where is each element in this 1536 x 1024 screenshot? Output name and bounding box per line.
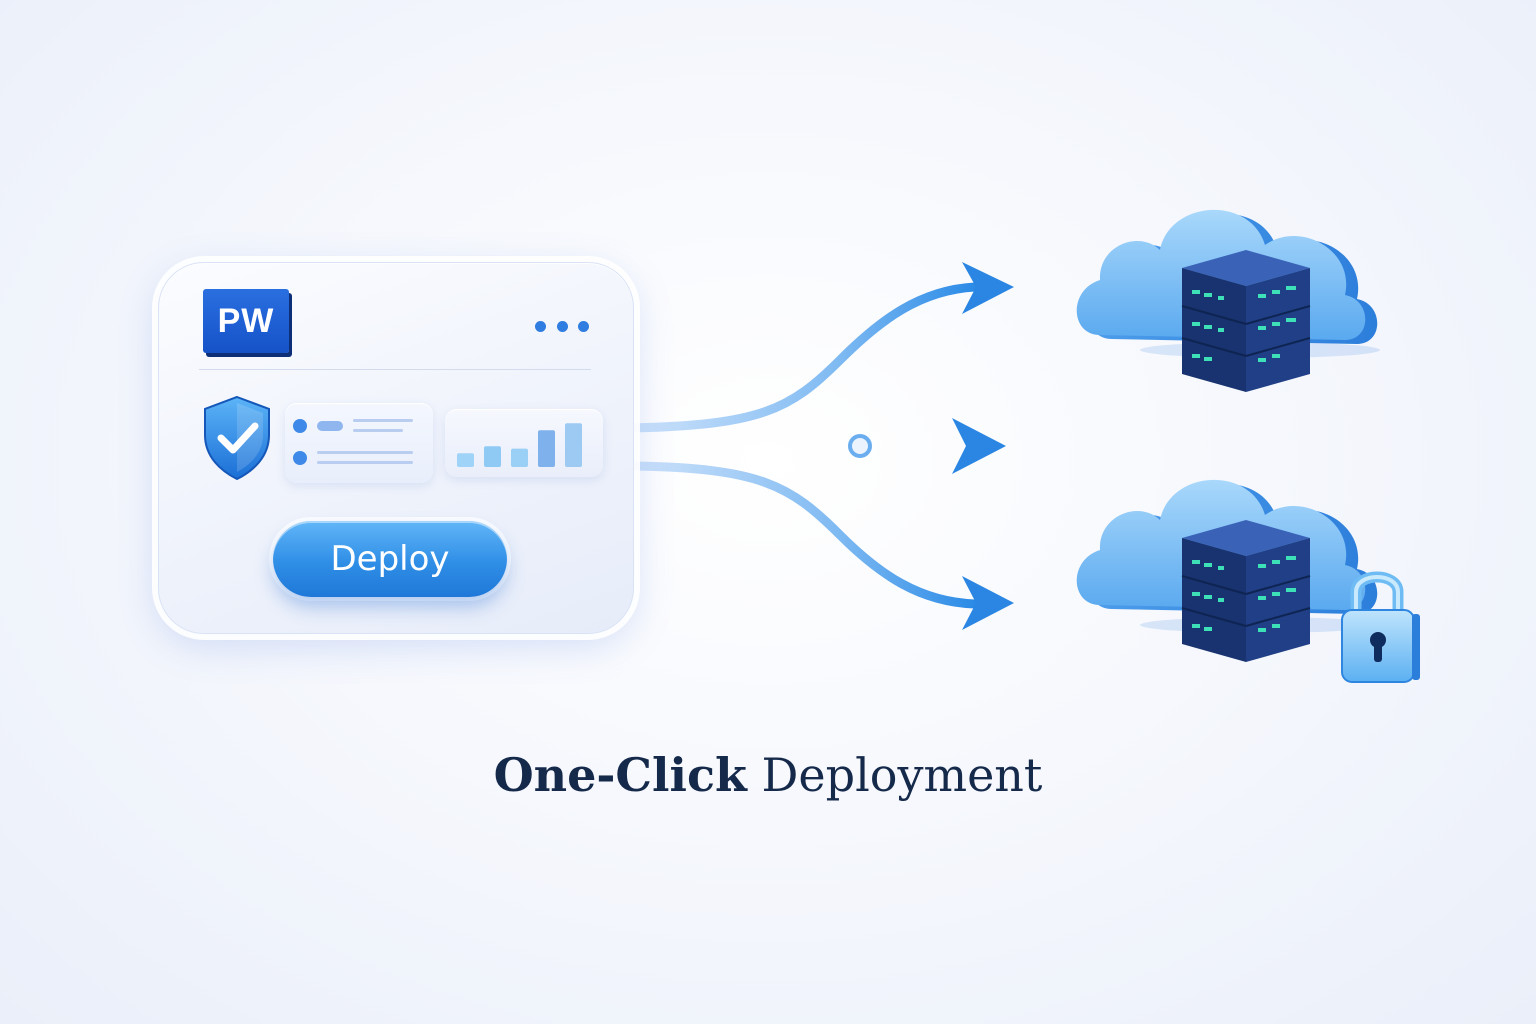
caption-bold: One-Click	[493, 748, 747, 802]
arrow-right-icon	[952, 418, 1006, 474]
caption-regular: Deployment	[761, 748, 1043, 802]
mini-chart-bar	[538, 430, 555, 467]
list-tag	[317, 421, 343, 431]
list-line	[353, 419, 413, 422]
shield-check-icon	[204, 395, 270, 481]
mini-chart-bar	[484, 446, 501, 467]
mini-chart-bar	[565, 423, 582, 467]
list-line	[317, 451, 413, 454]
mini-chart-bar	[511, 448, 528, 467]
list-line	[353, 429, 403, 432]
deploy-button[interactable]: Deploy	[273, 521, 507, 597]
mini-chart-panel	[445, 409, 603, 477]
card-divider	[199, 369, 591, 370]
more-horizontal-icon[interactable]	[535, 319, 589, 333]
flow-path-bottom	[627, 461, 980, 609]
caption: One-Click Deployment	[0, 748, 1536, 802]
mini-chart-bar	[457, 453, 474, 467]
server-rack-icon	[1181, 520, 1311, 662]
list-bullet	[293, 419, 307, 433]
flow-path-top	[627, 282, 980, 433]
padlock-icon	[1341, 571, 1420, 683]
cloud-target-top	[1076, 209, 1380, 392]
info-panel	[285, 403, 433, 483]
list-bullet	[293, 451, 307, 465]
app-logo: PW	[203, 289, 289, 353]
app-card: PW Deploy	[158, 262, 634, 634]
flow-node-dot	[848, 434, 872, 458]
list-line	[317, 461, 413, 464]
arrow-right-icon	[962, 576, 1014, 630]
server-rack-icon	[1181, 250, 1311, 392]
mini-bar-chart	[457, 423, 582, 467]
cloud-target-bottom	[1076, 479, 1420, 683]
arrow-right-icon	[962, 262, 1014, 314]
